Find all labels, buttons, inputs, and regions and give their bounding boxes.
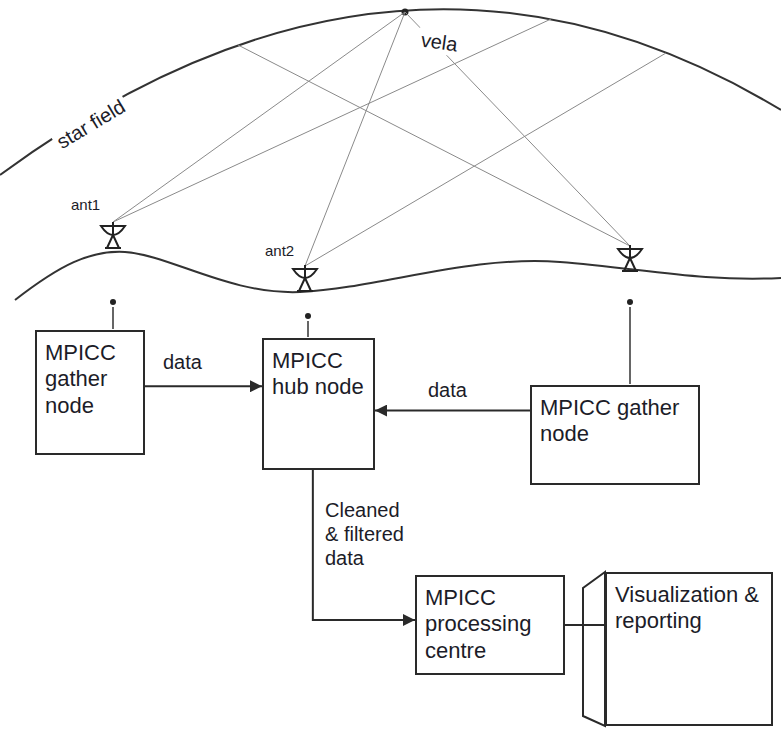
antenna-label: ant1 xyxy=(68,196,103,214)
node-text: MPICC processing centre xyxy=(425,585,555,664)
node-text: MPICC gather node xyxy=(45,340,135,419)
antenna-dish xyxy=(293,265,317,291)
antenna-dish xyxy=(101,222,125,248)
hub-node-box: MPICC hub node xyxy=(262,338,375,470)
edge-label: data xyxy=(425,378,470,402)
processing-box: MPICC processing centre xyxy=(415,575,565,675)
edge-label: data xyxy=(160,350,205,374)
node-text: MPICC hub node xyxy=(272,348,365,401)
screen-depth-panel xyxy=(583,572,605,726)
edge-label: Cleaned & filtered data xyxy=(322,498,418,570)
antenna-dish xyxy=(618,245,642,271)
visualization-box: Visualization & reporting xyxy=(605,572,773,726)
antenna-feed-points xyxy=(110,299,633,319)
star-field-label: star field xyxy=(50,93,132,156)
connector-line xyxy=(375,410,530,412)
sight-lines xyxy=(113,12,666,266)
node-text: MPICC gather node xyxy=(540,395,690,448)
node-text: Visualization & reporting xyxy=(615,582,763,635)
connector-line xyxy=(145,385,262,387)
star-field-arc xyxy=(0,9,781,175)
gather-node-box: MPICC gather node xyxy=(530,385,700,485)
antenna-label: ant2 xyxy=(262,242,297,260)
gather-node-box: MPICC gather node xyxy=(35,330,145,455)
hill-line xyxy=(15,252,781,300)
star-name: vela xyxy=(417,27,463,57)
connector-line xyxy=(565,624,605,626)
